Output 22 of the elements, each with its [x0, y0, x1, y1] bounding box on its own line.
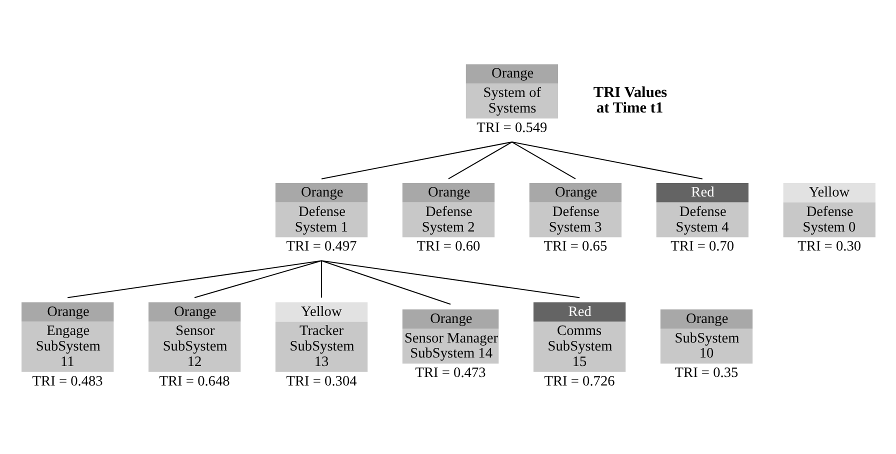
node-label: TRI = 0.70 [670, 238, 734, 254]
label: TRI Values at Time t1 [592, 83, 667, 116]
connector [448, 141, 512, 179]
connector [194, 260, 322, 298]
connector [320, 141, 512, 179]
connector [511, 141, 702, 179]
connector [320, 260, 580, 298]
node-label: TRI = 0.648 [158, 372, 230, 389]
node-label: TRI = 0.483 [32, 372, 102, 389]
node-label: TRI = 0.473 [414, 364, 486, 381]
connector [511, 141, 576, 179]
node-label: TRI = 0.549 [476, 119, 547, 136]
connector [320, 260, 450, 304]
connector [67, 260, 322, 298]
node-label: TRI = 0.65 [543, 238, 607, 254]
node-label: TRI = 0.35 [674, 364, 738, 381]
node-label: TRI = 0.30 [797, 238, 861, 254]
node-label: TRI = 0.304 [286, 372, 356, 389]
connector [320, 260, 322, 298]
node-label: TRI = 0.497 [286, 238, 356, 254]
node-label: TRI = 0.726 [544, 372, 614, 389]
node-label: TRI = 0.60 [416, 238, 480, 254]
